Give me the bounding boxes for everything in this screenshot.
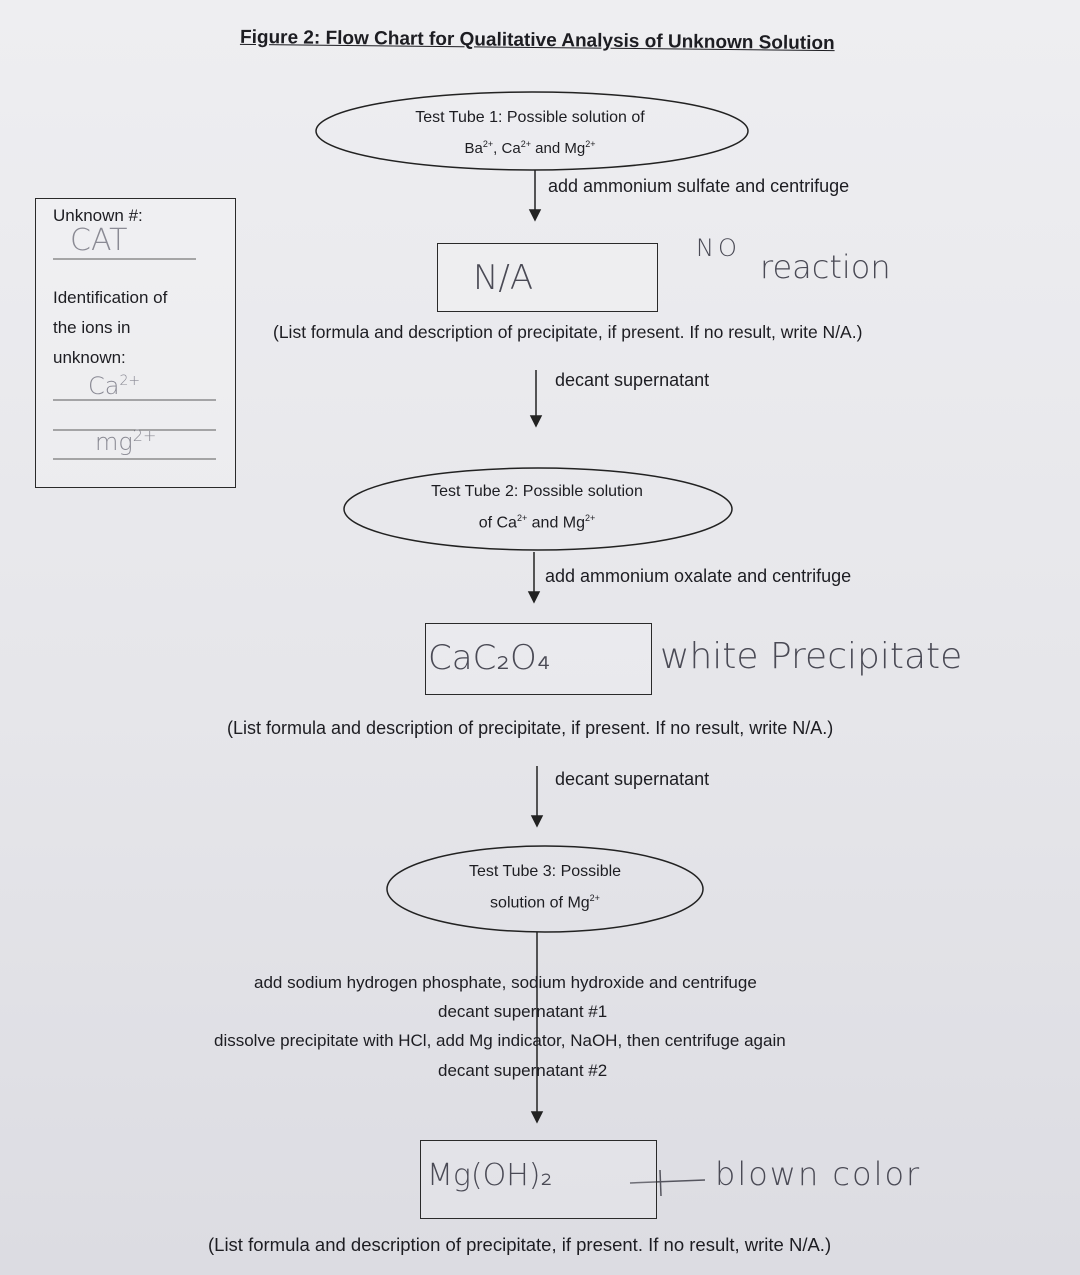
identification-label-1: Identification of [53, 288, 168, 307]
result1-annotation-2: reaction [760, 248, 891, 286]
result3-annotation: blown color [715, 1155, 922, 1193]
step3-line2: decant supernatant #1 [438, 1002, 608, 1021]
result1-note: (List formula and description of precipi… [273, 322, 863, 342]
tube1-label: Test Tube 1: Possible solution of Ba2+, … [415, 109, 645, 157]
decant-2: decant supernatant [555, 769, 710, 789]
result1-answer: N/A [473, 258, 534, 298]
step3-line4: decant supernatant #2 [438, 1061, 608, 1080]
step1-instruction: add ammonium sulfate and centrifuge [548, 176, 850, 196]
tube2-label: Test Tube 2: Possible solution of Ca2+ a… [431, 483, 643, 532]
result3-note: (List formula and description of precipi… [208, 1234, 832, 1255]
result2-answer: CaC₂O₄ [428, 638, 551, 678]
ion-answer-2: mg2+ [95, 426, 157, 456]
result3-answer: Mg(OH)₂ [427, 1158, 553, 1193]
tube3-oval [386, 845, 704, 933]
unknown-label: Unknown #: [53, 206, 143, 225]
tube1-oval [315, 91, 749, 171]
identification-label-2: the ions in [53, 318, 131, 337]
result1-box [437, 243, 658, 312]
step2-instruction: add ammonium oxalate and centrifuge [545, 566, 852, 586]
tube3-label: Test Tube 3: Possible solution of Mg2+ [468, 863, 622, 912]
step3-line1: add sodium hydrogen phosphate, sodium hy… [254, 973, 757, 992]
result2-box [425, 623, 652, 695]
decant-1: decant supernatant [555, 370, 710, 390]
unknown-panel [35, 198, 236, 488]
ion-answer-1: Ca2+ [88, 372, 141, 400]
tube2-oval [343, 467, 733, 551]
identification-label-3: unknown: [53, 348, 126, 367]
unknown-value: CAT [70, 223, 128, 258]
result3-box [420, 1140, 657, 1219]
result2-annotation: white Precipitate [660, 636, 963, 677]
result1-annotation-1: NO [696, 234, 741, 262]
step3-line3: dissolve precipitate with HCl, add Mg in… [214, 1031, 786, 1050]
result2-note: (List formula and description of precipi… [227, 718, 834, 738]
